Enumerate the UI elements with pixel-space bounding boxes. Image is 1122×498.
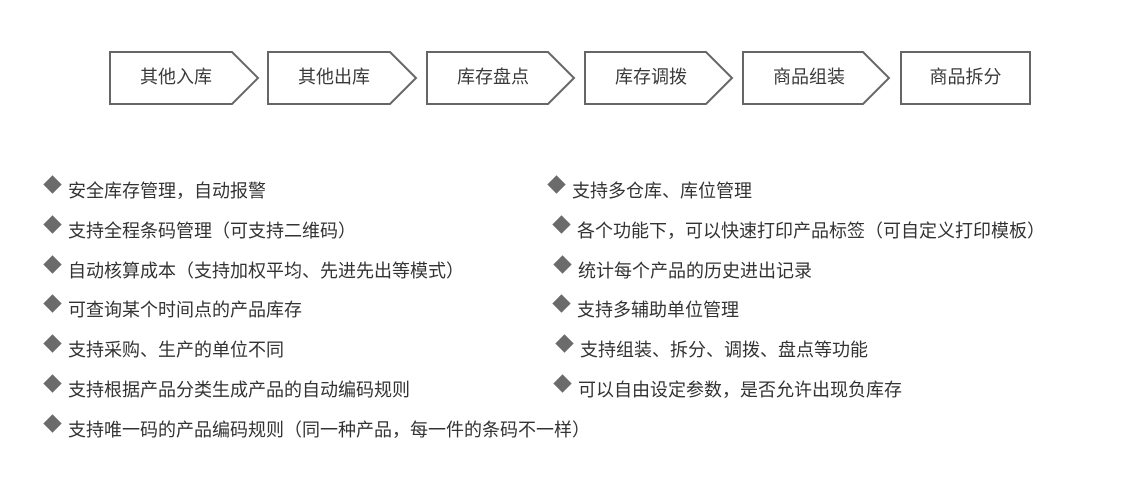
diamond-bullet-icon: [43, 414, 62, 433]
feature-text: 自动核算成本（支持加权平均、先进先出等模式）: [68, 261, 464, 282]
diamond-bullet-icon: [43, 334, 62, 353]
feature-text: 支持采购、生产的单位不同: [68, 340, 284, 361]
feature-text: 可查询某个时间点的产品库存: [68, 300, 302, 321]
step-label-6: 商品拆分: [929, 67, 1002, 88]
feature-text: 统计每个产品的历史进出记录: [578, 261, 812, 282]
diamond-bullet-icon: [553, 255, 572, 274]
diamond-bullet-icon: [43, 294, 62, 313]
step-label-5: 商品组装: [773, 67, 845, 88]
step-shape-5: [742, 51, 891, 105]
diamond-bullet-icon: [552, 215, 571, 234]
step-label-4: 库存调拨: [615, 67, 687, 88]
diamond-bullet-icon: [43, 374, 62, 393]
process-flow: 其他入库 其他出库 库存盘点 库存调拨 商品组装 商品拆分: [109, 51, 1035, 105]
feature-text: 支持全程条码管理（可支持二维码）: [68, 221, 356, 242]
feature-text: 安全库存管理，自动报警: [68, 181, 266, 202]
feature-text: 支持根据产品分类生成产品的自动编码规则: [68, 380, 410, 401]
diamond-bullet-icon: [555, 334, 574, 353]
feature-text: 支持多仓库、库位管理: [572, 181, 752, 202]
feature-text: 各个功能下，可以快速打印产品标签（可自定义打印模板）: [577, 221, 1045, 242]
step-shape-3: [426, 51, 576, 105]
step-shape-1: [109, 51, 260, 105]
diamond-bullet-icon: [43, 175, 62, 194]
step-shape-6: [900, 51, 1031, 105]
step-label-1: 其他入库: [140, 67, 212, 88]
step-shape-4: [584, 51, 734, 105]
process-flow-shapes: [109, 51, 1031, 105]
step-label-2: 其他出库: [298, 67, 370, 88]
diamond-bullet-icon: [43, 215, 62, 234]
feature-text: 支持多辅助单位管理: [577, 300, 739, 321]
diamond-bullet-icon: [547, 175, 566, 194]
diamond-bullet-icon: [43, 255, 62, 274]
step-shape-2: [267, 51, 418, 105]
step-label-3: 库存盘点: [457, 67, 529, 88]
feature-text: 支持组装、拆分、调拨、盘点等功能: [580, 340, 868, 361]
feature-text: 可以自由设定参数，是否允许出现负库存: [578, 380, 902, 401]
diamond-bullet-icon: [553, 374, 572, 393]
diamond-bullet-icon: [552, 294, 571, 313]
feature-text: 支持唯一码的产品编码规则（同一种产品，每一件的条码不一样）: [68, 420, 590, 441]
